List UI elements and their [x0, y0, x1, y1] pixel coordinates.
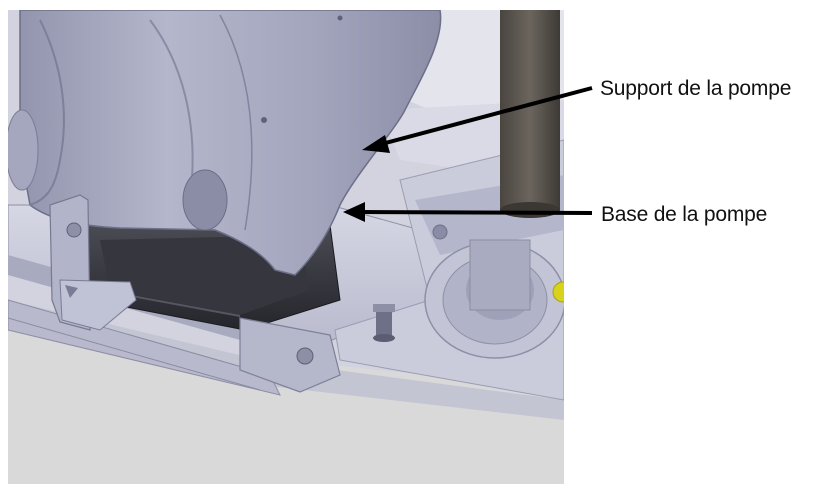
left-cylinder: [8, 109, 39, 191]
callout-label-support: Support de la pompe: [600, 77, 792, 100]
housing-boss: [182, 169, 228, 231]
rail-line: [8, 317, 261, 391]
floor-surface: [8, 330, 564, 484]
render-area: [8, 10, 564, 484]
bolt-nut: [373, 334, 395, 342]
fitting-stem: [469, 239, 531, 311]
bracket-tab: [59, 279, 137, 331]
rear-bracket-hole: [296, 347, 314, 365]
rear-bracket: [239, 317, 341, 393]
housing-contour: [29, 19, 65, 206]
support-arrow-head: [362, 135, 390, 153]
callout-arrows: [343, 86, 593, 222]
base-arrow-head: [343, 202, 365, 222]
housing-hole: [261, 117, 267, 123]
bolt-head: [373, 304, 395, 312]
bracket-tab-mark: [65, 285, 78, 298]
housing-rib-2: [219, 14, 253, 231]
pole-base: [500, 202, 560, 218]
base-arrow-line: [359, 210, 593, 215]
callout-label-base: Base de la pompe: [601, 203, 768, 226]
yellow-marker: [552, 281, 564, 303]
bracket-hole: [432, 224, 448, 240]
support-arrow-line: [377, 86, 593, 147]
pad-top: [100, 235, 310, 315]
bracket-bolt: [66, 222, 82, 238]
pump-housing: [19, 10, 442, 276]
floor-edge: [8, 300, 564, 420]
bolt-shaft: [376, 308, 392, 338]
housing-hole-top: [337, 15, 343, 21]
housing-rib: [149, 19, 194, 201]
